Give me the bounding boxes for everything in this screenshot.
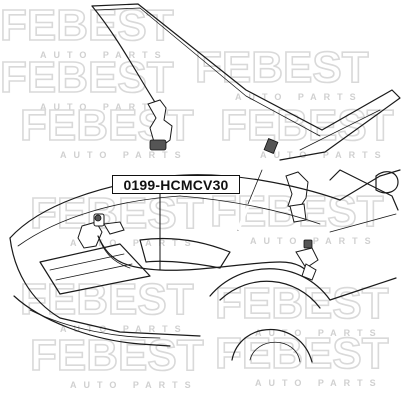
watermark-sub: AUTO PARTS (255, 328, 383, 338)
watermark-brand: FEBEST (220, 101, 394, 150)
car-body (9, 169, 401, 363)
hood-hinge-left (147, 99, 173, 151)
watermark-sub: AUTO PARTS (40, 50, 168, 60)
watermark-sub: AUTO PARTS (255, 378, 383, 388)
watermark-sub: AUTO PARTS (60, 324, 188, 334)
watermark-sub: AUTO PARTS (70, 238, 198, 248)
watermark-sub: AUTO PARTS (250, 236, 378, 246)
watermark-sub: AUTO PARTS (70, 380, 198, 390)
watermark-brand: FEBEST (0, 53, 174, 102)
hood-hinge-right (285, 171, 309, 223)
watermark-brand: FEBEST (215, 329, 389, 378)
watermark-sub: AUTO PARTS (260, 150, 388, 160)
part-number-label: 0199-HCMCV30 (112, 175, 240, 194)
hood-lock-assembly (77, 213, 125, 249)
raised-hood (91, 3, 401, 161)
watermark-sub: AUTO PARTS (40, 102, 168, 112)
watermark-layer: FEBEST AUTO PARTS FEBEST AUTO PARTS FEBE… (0, 0, 394, 390)
watermark-sub: AUTO PARTS (235, 92, 363, 102)
hood-release-cable (97, 235, 313, 277)
watermark-brand: FEBEST (0, 1, 174, 50)
part-number-text: 0199-HCMCV30 (123, 176, 229, 193)
watermark-brand: FEBEST (215, 279, 389, 328)
watermark-brand: FEBEST (20, 275, 194, 324)
watermark-brand: FEBEST (195, 43, 369, 92)
hood-release-handle (295, 239, 319, 281)
hood-gas-strut (236, 138, 279, 231)
watermark-sub: AUTO PARTS (60, 150, 188, 160)
watermark-brand: FEBEST (30, 331, 204, 380)
